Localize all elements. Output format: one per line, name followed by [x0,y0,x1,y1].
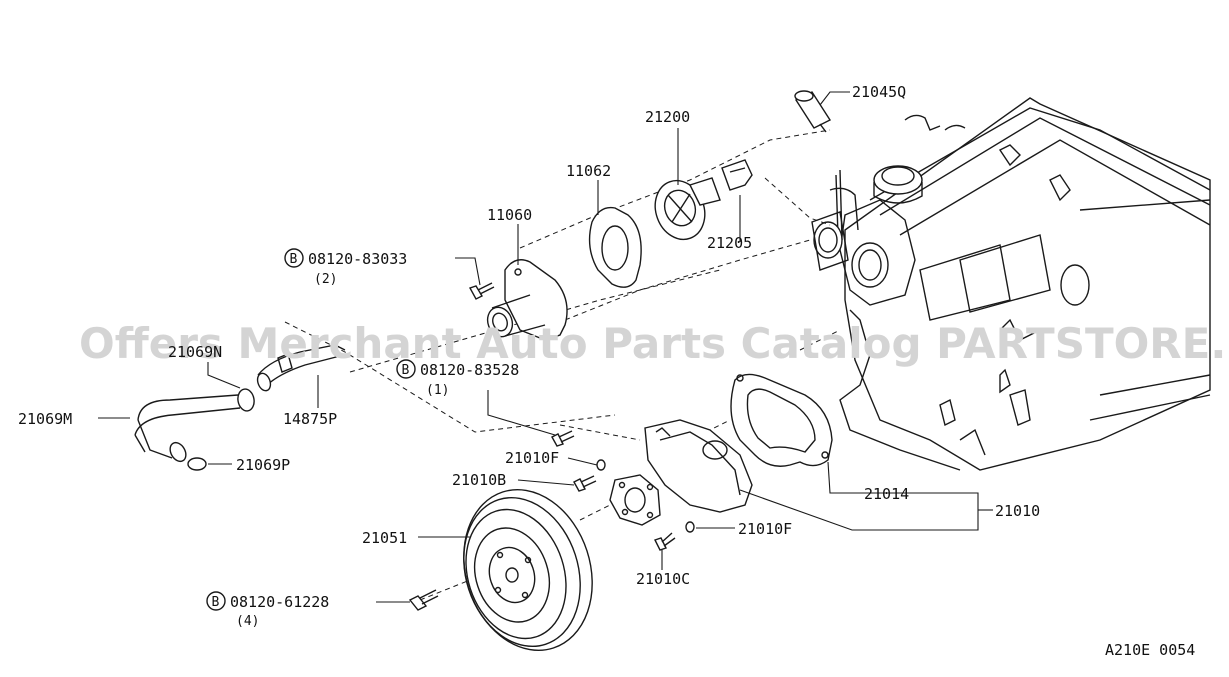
part-label-21010[interactable]: 21010 [995,502,1040,520]
pulley-21051-illustration [463,488,593,652]
part-label-21010b[interactable]: 21010B [452,471,506,489]
watermark-text: Offers Merchant Auto Parts Catalog PARTS… [79,319,1229,368]
bolt-symbol-icon [396,359,416,379]
part-label-21010f-lower[interactable]: 21010F [738,520,792,538]
bolt-83528-illustration [551,430,575,447]
bolt-symbol-letter: B [290,252,298,267]
bolt-quantity: (1) [426,383,449,398]
leader-lines [98,91,993,603]
water-hose-illustration [134,344,346,471]
sensor-21045q-illustration [794,90,832,133]
bolt-number: 08120-61228 [230,593,329,611]
part-label-21205[interactable]: 21205 [707,234,752,252]
part-label-21069p[interactable]: 21069P [236,456,290,474]
bolt-symbol-icon [284,248,304,268]
part-label-21010c[interactable]: 21010C [636,570,690,588]
bolt-number: 08120-83033 [308,250,407,268]
gasket-21014-illustration [730,373,833,467]
bolt-83033-illustration [468,282,495,300]
bolt-symbol-letter: B [402,363,410,378]
thermostat-21200-illustration [654,177,721,241]
engine-block-illustration [811,97,1211,471]
part-label-11062[interactable]: 11062 [566,162,611,180]
bracket-21205-illustration [721,159,753,191]
bolt-61228-illustration [408,589,439,611]
bolt-quantity: (2) [314,272,337,287]
part-label-21200[interactable]: 21200 [645,108,690,126]
bolt-label-08120-61228[interactable]: B 08120-61228 (4) [206,591,329,629]
bolt-symbol-icon [206,591,226,611]
bolt-label-08120-83528[interactable]: B 08120-83528 (1) [396,359,519,398]
part-label-11060[interactable]: 11060 [487,206,532,224]
water-outlet-11060-illustration [486,259,568,341]
part-labels: 21045Q 21200 11062 11060 21205 21069N 21… [18,83,1040,588]
part-label-21051[interactable]: 21051 [362,529,407,547]
bolt-quantity: (4) [236,614,259,629]
part-label-21069n[interactable]: 21069N [168,343,222,361]
part-label-21045q[interactable]: 21045Q [852,83,906,101]
part-label-21014[interactable]: 21014 [864,485,909,503]
part-label-21010f-upper[interactable]: 21010F [505,449,559,467]
gasket-11062-illustration [588,206,642,288]
assembly-guide-lines [284,129,841,601]
diagram-code: A210E 0054 [1105,641,1195,659]
bolt-label-08120-83033[interactable]: B 08120-83033 (2) [284,248,407,287]
bolt-labels: B 08120-83033 (2) B 08120-83528 (1) B 08… [206,248,519,629]
part-label-14875p[interactable]: 14875P [283,410,337,428]
water-pump-21010-illustration [573,419,753,551]
part-label-21069m[interactable]: 21069M [18,410,72,428]
bolt-symbol-letter: B [212,595,220,610]
bolt-number: 08120-83528 [420,361,519,379]
